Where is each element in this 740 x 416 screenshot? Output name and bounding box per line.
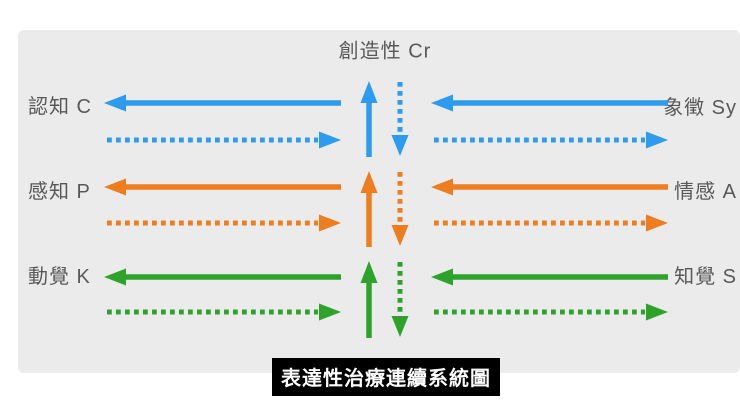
label-symbolic: 象徵 Sy [663, 97, 737, 119]
caption-bar: 表達性治療連續系統圖 [272, 358, 500, 396]
label-kinesthetic: 動覺 K [28, 266, 91, 288]
label-affective: 情感 A [674, 181, 737, 203]
label-sensory: 知覺 S [674, 266, 737, 288]
caption-text: 表達性治療連續系統圖 [281, 368, 491, 390]
label-cognitive: 認知 C [28, 96, 92, 118]
label-perceptual: 感知 P [28, 181, 91, 203]
etc-diagram-panel [18, 30, 740, 373]
creativity-label: 創造性 Cr [338, 40, 432, 63]
